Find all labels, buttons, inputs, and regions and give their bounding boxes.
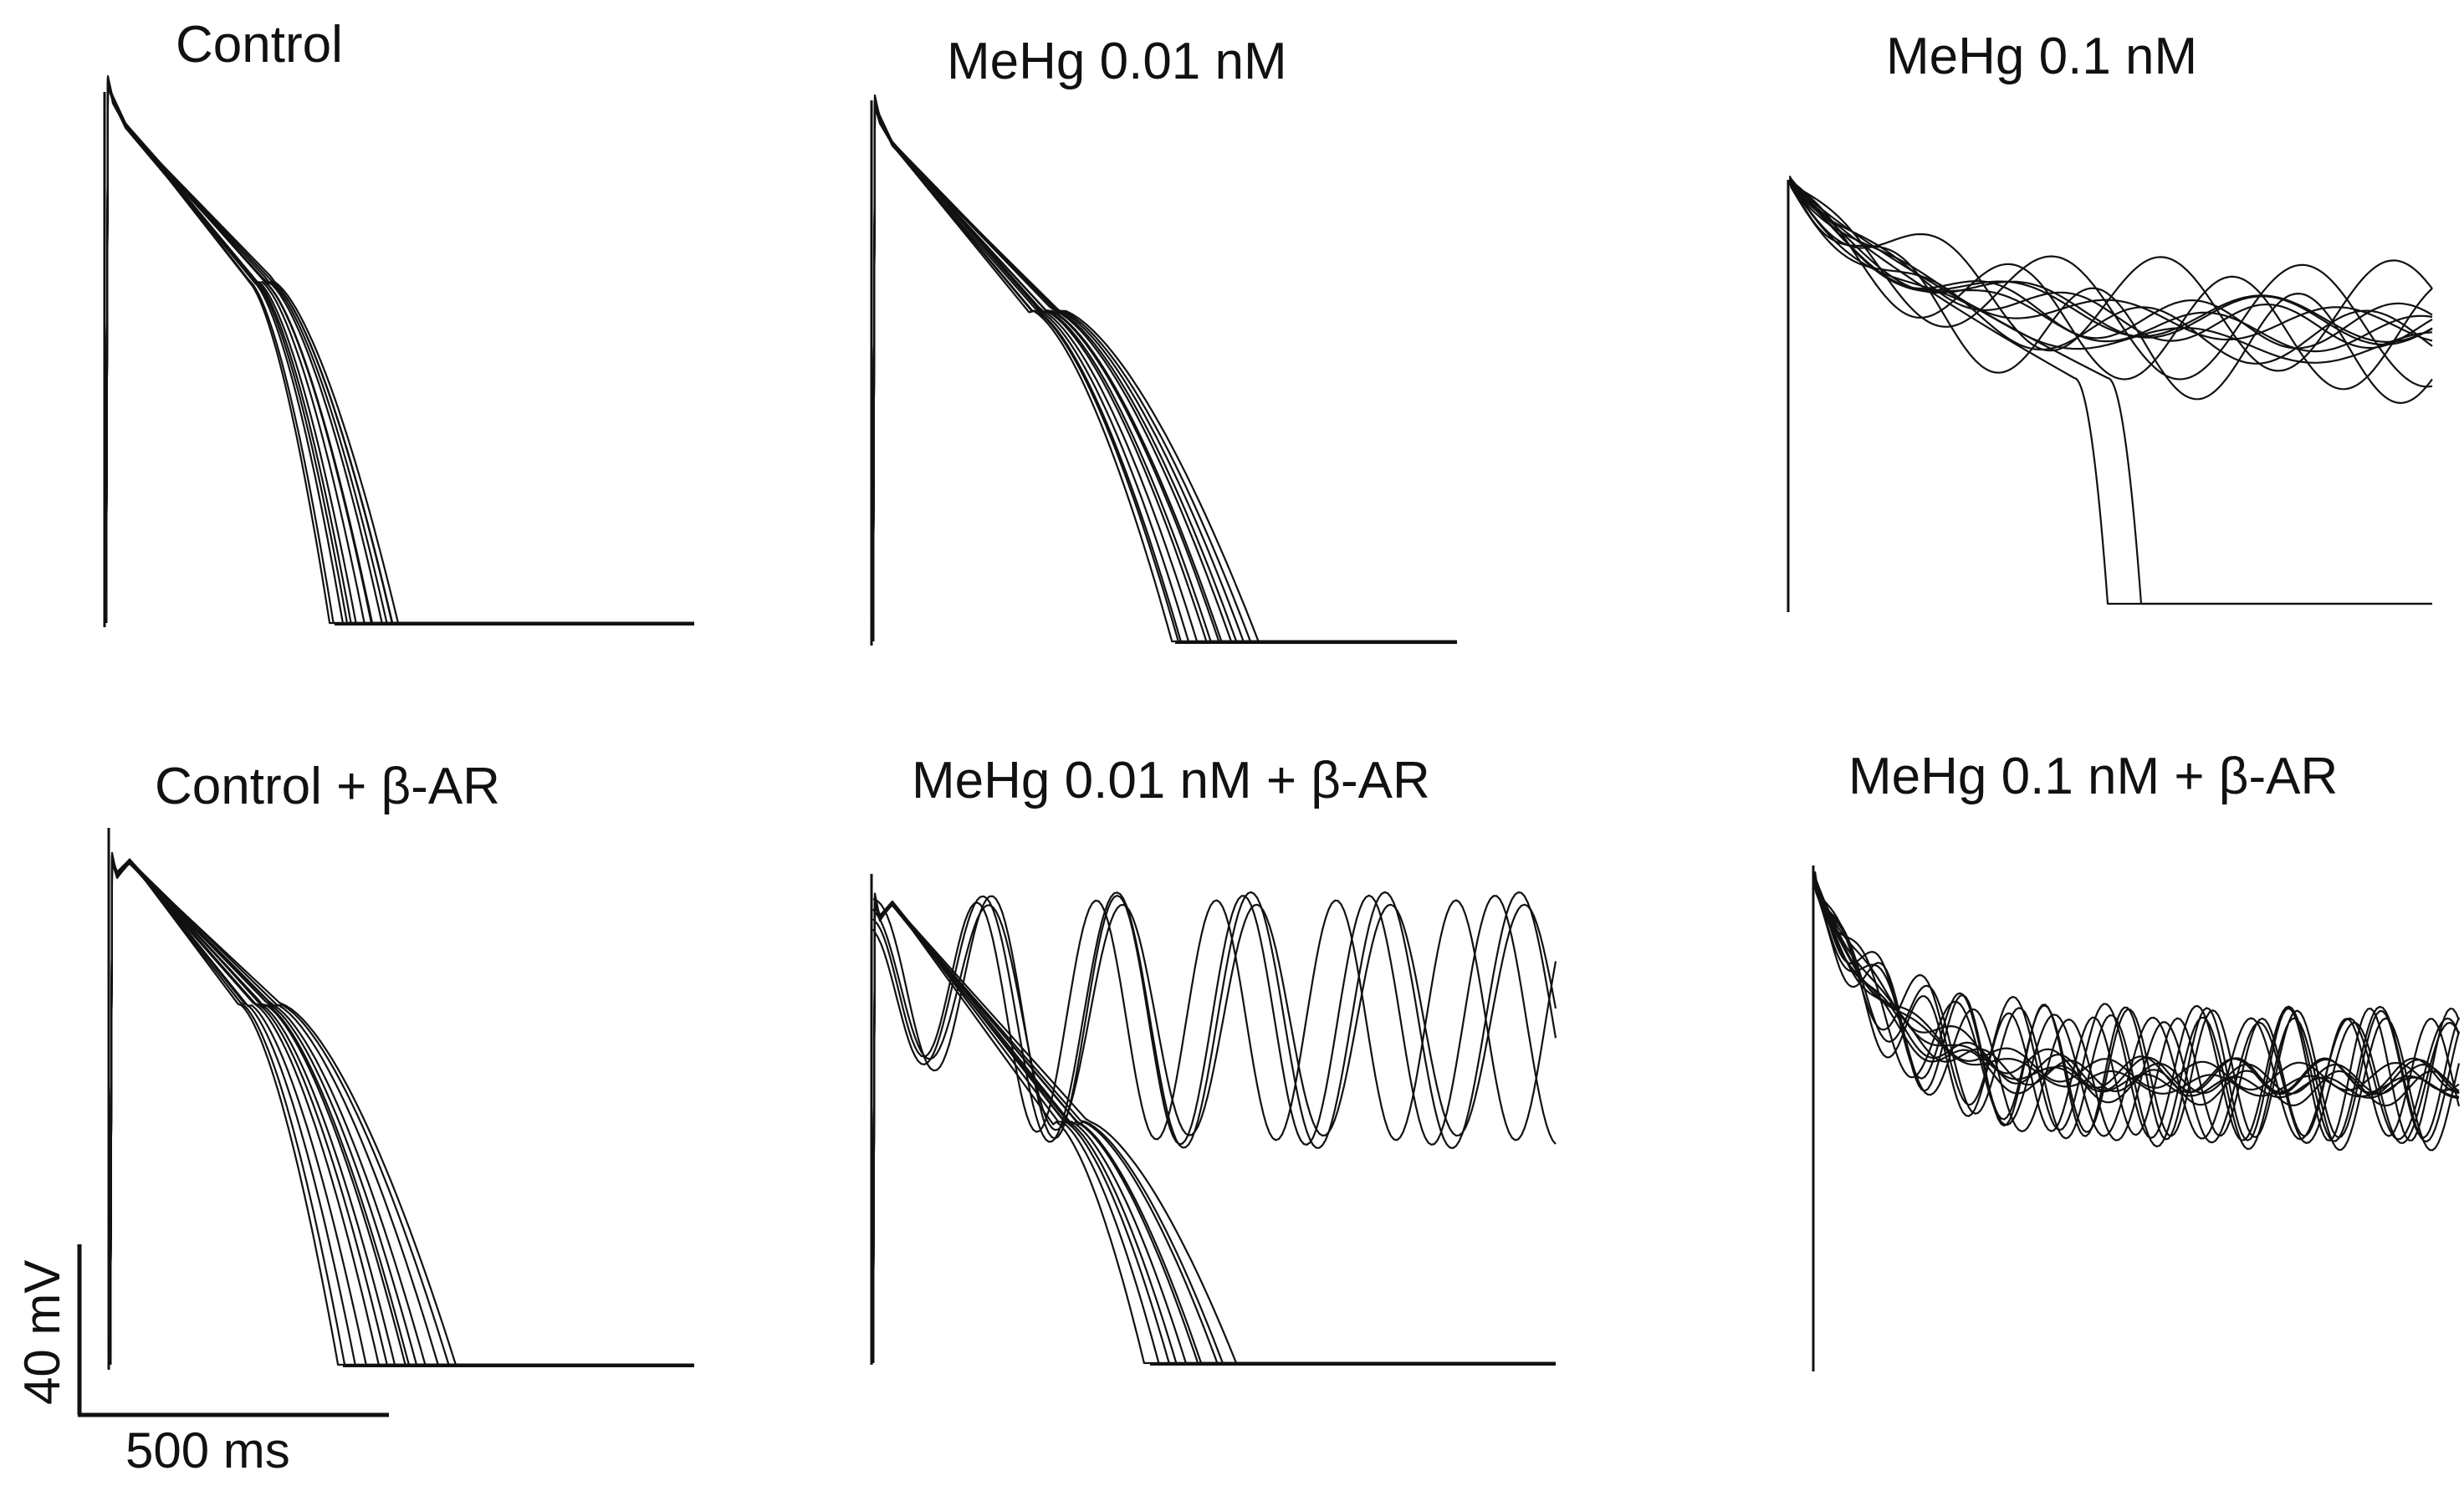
trace-mehg-001 bbox=[872, 94, 1457, 643]
trace-mehg-001-bar-oscillating bbox=[872, 903, 1557, 1137]
panel-title-mehg-01-bar: MeHg 0.1 nM + β-AR bbox=[1848, 748, 2339, 805]
trace-mehg-01 bbox=[1788, 177, 2433, 353]
trace-control bbox=[105, 82, 694, 625]
trace-control-bar bbox=[109, 851, 694, 1366]
trace-control bbox=[105, 82, 694, 625]
trace-mehg-01-bar bbox=[1813, 874, 2461, 1137]
trace-mehg-01-bar bbox=[1813, 885, 2461, 1142]
trace-mehg-001-bar bbox=[872, 892, 1556, 1365]
trace-mehg-001 bbox=[872, 105, 1457, 643]
scale-bar-voltage-label: 40 mV bbox=[14, 1259, 70, 1405]
trace-mehg-001 bbox=[872, 100, 1457, 643]
trace-control-bar bbox=[109, 856, 694, 1366]
trace-control-bar bbox=[109, 854, 694, 1366]
trace-control bbox=[105, 74, 694, 625]
trace-mehg-001-bar bbox=[872, 895, 1556, 1365]
trace-mehg-01-bar bbox=[1813, 876, 2460, 1095]
trace-control-bar bbox=[109, 858, 694, 1366]
trace-mehg-01-bar bbox=[1813, 871, 2461, 1139]
trace-mehg-01 bbox=[1788, 179, 2433, 372]
trace-control bbox=[105, 79, 694, 625]
trace-control bbox=[105, 83, 694, 625]
trace-control-bar bbox=[109, 860, 694, 1366]
trace-control-bar bbox=[109, 859, 694, 1366]
trace-mehg-001 bbox=[872, 97, 1457, 643]
trace-mehg-01-bar bbox=[1813, 872, 2460, 1099]
trace-control bbox=[105, 82, 694, 625]
trace-mehg-001 bbox=[872, 96, 1457, 643]
trace-control-bar bbox=[109, 858, 694, 1366]
trace-control bbox=[105, 83, 694, 625]
trace-mehg-01-repolarized bbox=[1789, 176, 2432, 605]
trace-mehg-001-bar-oscillating bbox=[872, 891, 1557, 1150]
trace-control bbox=[105, 79, 694, 625]
trace-mehg-01-bar bbox=[1813, 872, 2460, 1095]
trace-mehg-001-bar bbox=[872, 900, 1556, 1365]
trace-mehg-01-bar bbox=[1813, 884, 2461, 1143]
trace-mehg-01-repolarized bbox=[1789, 176, 2432, 605]
trace-mehg-001 bbox=[872, 105, 1457, 643]
trace-control bbox=[105, 85, 694, 625]
trace-mehg-01 bbox=[1788, 176, 2433, 404]
trace-control-bar bbox=[109, 856, 694, 1366]
trace-mehg-01 bbox=[1788, 181, 2433, 350]
trace-mehg-001 bbox=[872, 104, 1457, 643]
panel-title-control: Control bbox=[176, 16, 343, 74]
trace-mehg-01 bbox=[1789, 181, 2433, 388]
trace-mehg-001 bbox=[872, 105, 1457, 643]
trace-mehg-001 bbox=[872, 102, 1457, 643]
trace-mehg-001-bar bbox=[872, 903, 1556, 1365]
panel-title-mehg-001: MeHg 0.01 nM bbox=[947, 33, 1287, 90]
trace-mehg-001 bbox=[872, 103, 1457, 643]
trace-mehg-01 bbox=[1789, 177, 2433, 391]
trace-mehg-01-bar bbox=[1813, 874, 2460, 1145]
trace-mehg-01-bar bbox=[1813, 886, 2461, 1152]
trace-control bbox=[105, 82, 694, 625]
trace-control bbox=[105, 75, 694, 625]
trace-mehg-001-bar bbox=[872, 896, 1556, 1365]
trace-mehg-001-bar bbox=[872, 895, 1556, 1365]
panel-title-mehg-001-bar: MeHg 0.01 nM + β-AR bbox=[912, 752, 1430, 809]
trace-mehg-01 bbox=[1788, 181, 2433, 365]
trace-control-bar bbox=[109, 852, 694, 1366]
trace-mehg-001 bbox=[872, 105, 1457, 643]
trace-mehg-01-bar bbox=[1813, 872, 2461, 1141]
trace-mehg-01 bbox=[1788, 180, 2433, 364]
scale-bar-time-label: 500 ms bbox=[125, 1422, 290, 1478]
panel-title-control-bar: Control + β-AR bbox=[155, 758, 500, 815]
panel-title-mehg-01: MeHg 0.1 nM bbox=[1886, 28, 2198, 85]
trace-mehg-01-bar bbox=[1813, 877, 2460, 1107]
trace-control-bar bbox=[109, 859, 694, 1366]
trace-mehg-001-bar bbox=[872, 900, 1556, 1365]
trace-control bbox=[105, 77, 694, 625]
trace-mehg-001 bbox=[872, 105, 1457, 643]
trace-mehg-01 bbox=[1788, 181, 2433, 346]
trace-mehg-01-bar bbox=[1813, 885, 2460, 1098]
trace-control-bar bbox=[109, 857, 694, 1366]
trace-mehg-001-bar-oscillating bbox=[872, 894, 1557, 1146]
trace-control bbox=[105, 77, 694, 625]
trace-mehg-001-bar bbox=[872, 896, 1556, 1365]
trace-mehg-001 bbox=[872, 100, 1457, 643]
trace-mehg-001-bar-oscillating bbox=[872, 899, 1557, 1141]
trace-control-bar bbox=[109, 855, 694, 1366]
trace-control bbox=[105, 78, 694, 625]
trace-mehg-01 bbox=[1788, 181, 2433, 350]
trace-mehg-001 bbox=[872, 100, 1457, 643]
trace-control-bar bbox=[109, 855, 694, 1366]
